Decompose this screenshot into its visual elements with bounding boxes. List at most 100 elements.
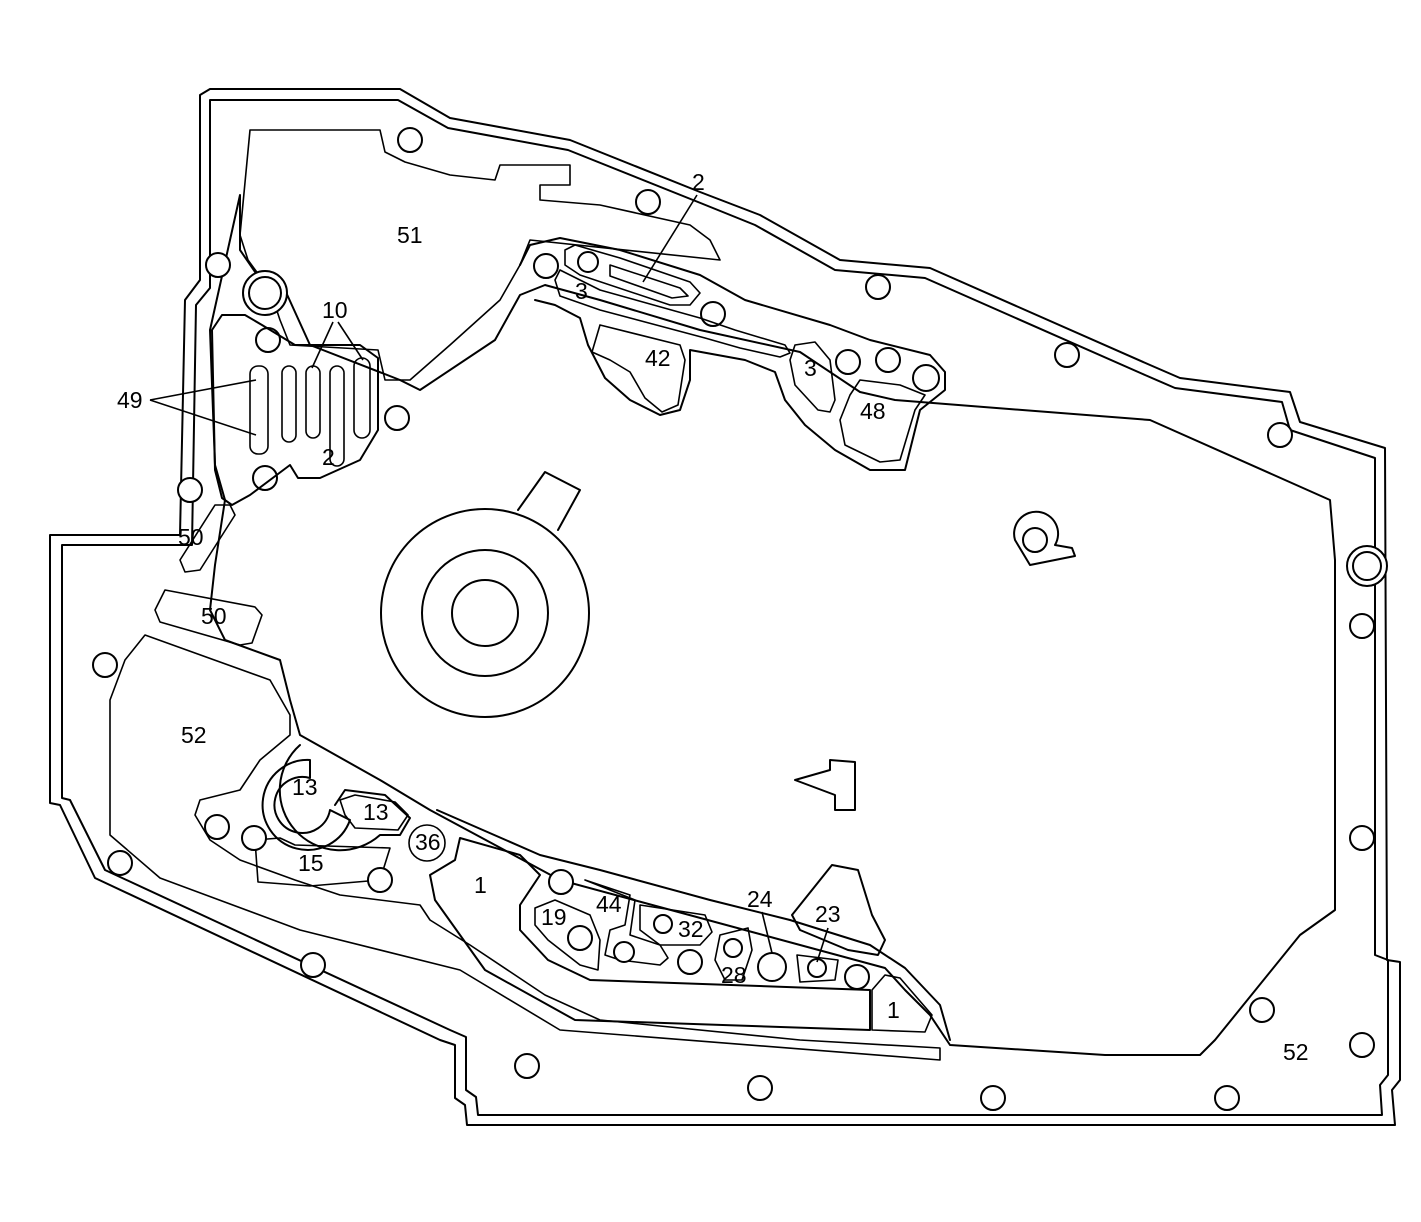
channel-13-round [261,758,351,851]
bore-outer-ring [380,508,590,718]
leader-23 [816,927,829,963]
channel-32 [639,904,713,946]
channel-13-small [339,794,409,831]
label-48: 48 [860,398,886,424]
channel-3-right [789,341,836,413]
bolt-hole [204,814,230,840]
left-block-outline [211,314,379,506]
channel-1-right [871,974,933,1033]
bore-inner-ring [451,579,519,647]
check-ball-36 [408,824,446,862]
bolt-hole [1054,342,1080,368]
right-boss-hole [1022,527,1048,553]
channel-44 [584,879,669,966]
bolt-hole [980,1085,1006,1111]
bolt-hole [912,364,940,392]
bolt-hole [384,405,410,431]
inner-outline [61,99,1389,1116]
label-52-right: 52 [1283,1039,1309,1065]
leader-lines [149,194,829,963]
label-2-mid: 2 [322,444,335,470]
bolt-hole [747,1075,773,1101]
upper-cavity-outline [239,129,721,381]
bolt-hole [1349,613,1375,639]
channel-50-b [154,589,263,646]
bolt-hole [875,347,901,373]
bolt-hole-large-inner [248,276,282,310]
central-bore [380,471,590,718]
label-44: 44 [596,891,622,917]
bolt-holes [92,127,1388,1111]
bolt-hole [865,274,891,300]
hole-19 [567,925,593,951]
left-valve-block [211,314,379,506]
upper-channels [519,237,946,471]
bolt-hole [255,327,281,353]
label-36: 36 [415,829,441,855]
lower-channels [429,809,951,1041]
label-19: 19 [541,904,567,930]
lower-valve-group [204,744,446,893]
channel-2-top-inner [609,264,689,299]
label-52-left: 52 [181,722,207,748]
bolt-hole [1349,825,1375,851]
bolt-hole [1267,422,1293,448]
bore-middle-ring [421,549,549,677]
hole-32 [653,914,673,934]
hole-24 [757,952,787,982]
lower-valve-body-outline [436,809,951,1041]
hole-28 [723,938,743,958]
bore-tab [517,471,581,531]
label-49: 49 [117,387,143,413]
label-42: 42 [645,345,671,371]
bolt-hole [367,867,393,893]
callout-labels: 51 2 3 10 42 3 48 49 2 50 50 52 13 13 36… [117,169,1309,1065]
label-15: 15 [298,850,324,876]
channel-15 [254,837,391,887]
leader-10-b [337,321,364,361]
channel-23 [796,954,839,983]
bolt-hole [397,127,423,153]
hole-44 [613,941,635,963]
leader-10-a [311,321,334,369]
channel-42 [591,324,686,413]
bore-10-b [353,357,371,439]
label-3-a: 3 [575,278,588,304]
bore-49-a [249,365,269,455]
center-notch [794,759,856,811]
hole-23 [807,958,827,978]
label-1-b: 1 [887,997,900,1023]
channel-50-a [179,504,236,573]
label-23: 23 [815,901,841,927]
channel-3-top [554,269,791,358]
leader-24 [761,911,773,954]
bore-pair [281,365,297,443]
leader-2-top [642,194,698,283]
bolt-hole [635,189,661,215]
bolt-hole-large-inner [1352,551,1382,581]
label-13-b: 13 [363,799,389,825]
label-3-b: 3 [804,355,817,381]
bore-10-a [305,365,321,439]
bolt-hole [205,252,231,278]
bolt-hole [533,253,559,279]
label-13-a: 13 [292,774,318,800]
channel-upper-outline [519,237,946,471]
leader-49-b [149,399,257,436]
lower-left-cavity [109,634,941,1061]
channel-1-left [429,837,871,1031]
outer-outline [49,88,1401,1126]
label-2-top: 2 [692,169,705,195]
right-boss [1013,510,1076,566]
bolt-hole [92,652,118,678]
bolt-hole [107,850,133,876]
label-50-a: 50 [178,524,204,550]
bolt-hole [1349,1032,1375,1058]
label-24: 24 [747,886,773,912]
label-32: 32 [678,916,704,942]
bolt-hole [835,349,861,375]
label-1-a: 1 [474,872,487,898]
triangle-boss [791,864,886,956]
label-50-b: 50 [201,603,227,629]
